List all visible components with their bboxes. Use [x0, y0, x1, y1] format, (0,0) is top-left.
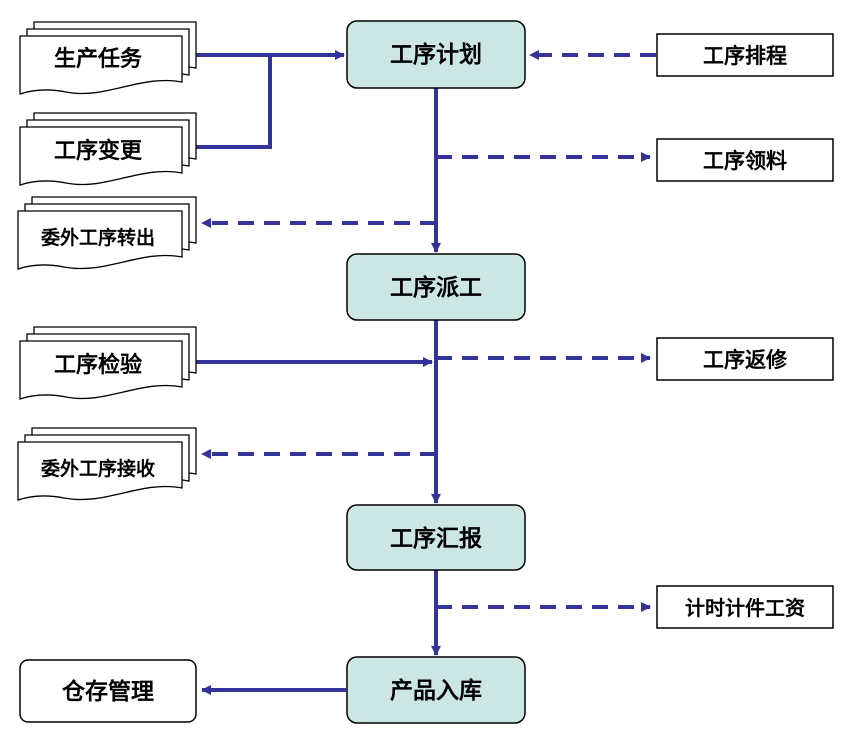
doc-process-change-label: 工序变更 — [54, 138, 143, 164]
doc-inspection-label: 工序检验 — [54, 352, 142, 378]
process-dispatch-label: 工序派工 — [390, 274, 482, 301]
doc-inspection: 工序检验 — [19, 326, 197, 400]
doc-outsource-receive: 委外工序接收 — [17, 427, 197, 501]
document-stack-icon — [17, 427, 197, 501]
doc-outsource-receive-label: 委外工序接收 — [40, 457, 155, 480]
doc-production-task: 生产任务 — [19, 21, 197, 95]
process-report: 工序汇报 — [346, 504, 526, 571]
document-stack-icon — [17, 196, 197, 270]
output-piece-wage-label: 计时计件工资 — [685, 596, 805, 620]
doc-outsource-out: 委外工序转出 — [17, 196, 197, 270]
process-report-label: 工序汇报 — [390, 525, 482, 552]
output-warehouse: 仓存管理 — [19, 659, 197, 723]
output-material-pick: 工序领料 — [656, 138, 834, 182]
process-dispatch: 工序派工 — [346, 253, 526, 321]
doc-outsource-out-label: 委外工序转出 — [40, 226, 155, 249]
output-rework: 工序返修 — [656, 337, 834, 381]
output-rework-label: 工序返修 — [703, 348, 788, 372]
document-stack-icon — [19, 112, 197, 186]
process-stock-in: 产品入库 — [346, 656, 526, 724]
document-stack-icon — [19, 326, 197, 400]
doc-process-change: 工序变更 — [19, 112, 197, 186]
output-warehouse-label: 仓存管理 — [61, 678, 154, 705]
doc-production-task-label: 生产任务 — [54, 46, 143, 72]
line-change-to-plan — [196, 55, 272, 149]
connectors — [196, 50, 656, 695]
process-stock-in-label: 产品入库 — [390, 677, 482, 704]
process-plan: 工序计划 — [346, 20, 526, 89]
output-piece-wage: 计时计件工资 — [656, 585, 834, 629]
output-scheduling: 工序排程 — [656, 33, 834, 77]
output-material-pick-label: 工序领料 — [703, 149, 787, 173]
document-stack-icon — [19, 21, 197, 95]
process-plan-label: 工序计划 — [390, 41, 482, 68]
output-scheduling-label: 工序排程 — [703, 44, 787, 68]
